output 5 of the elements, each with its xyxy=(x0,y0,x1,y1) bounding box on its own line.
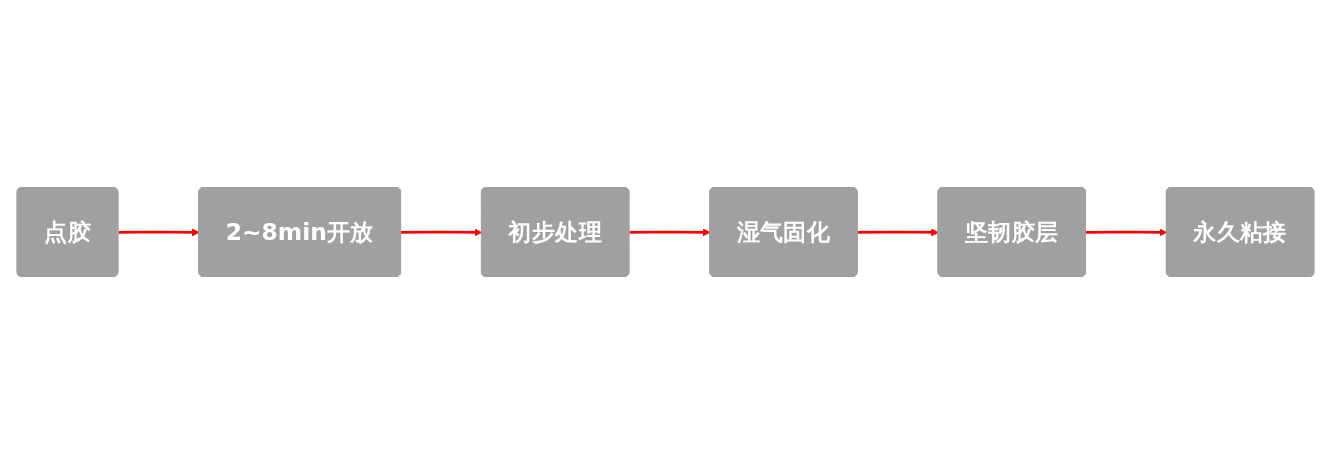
arrow xyxy=(1085,228,1168,237)
arrow xyxy=(857,228,939,237)
arrow xyxy=(401,228,483,237)
arrow xyxy=(118,228,200,237)
arrow xyxy=(629,228,711,237)
